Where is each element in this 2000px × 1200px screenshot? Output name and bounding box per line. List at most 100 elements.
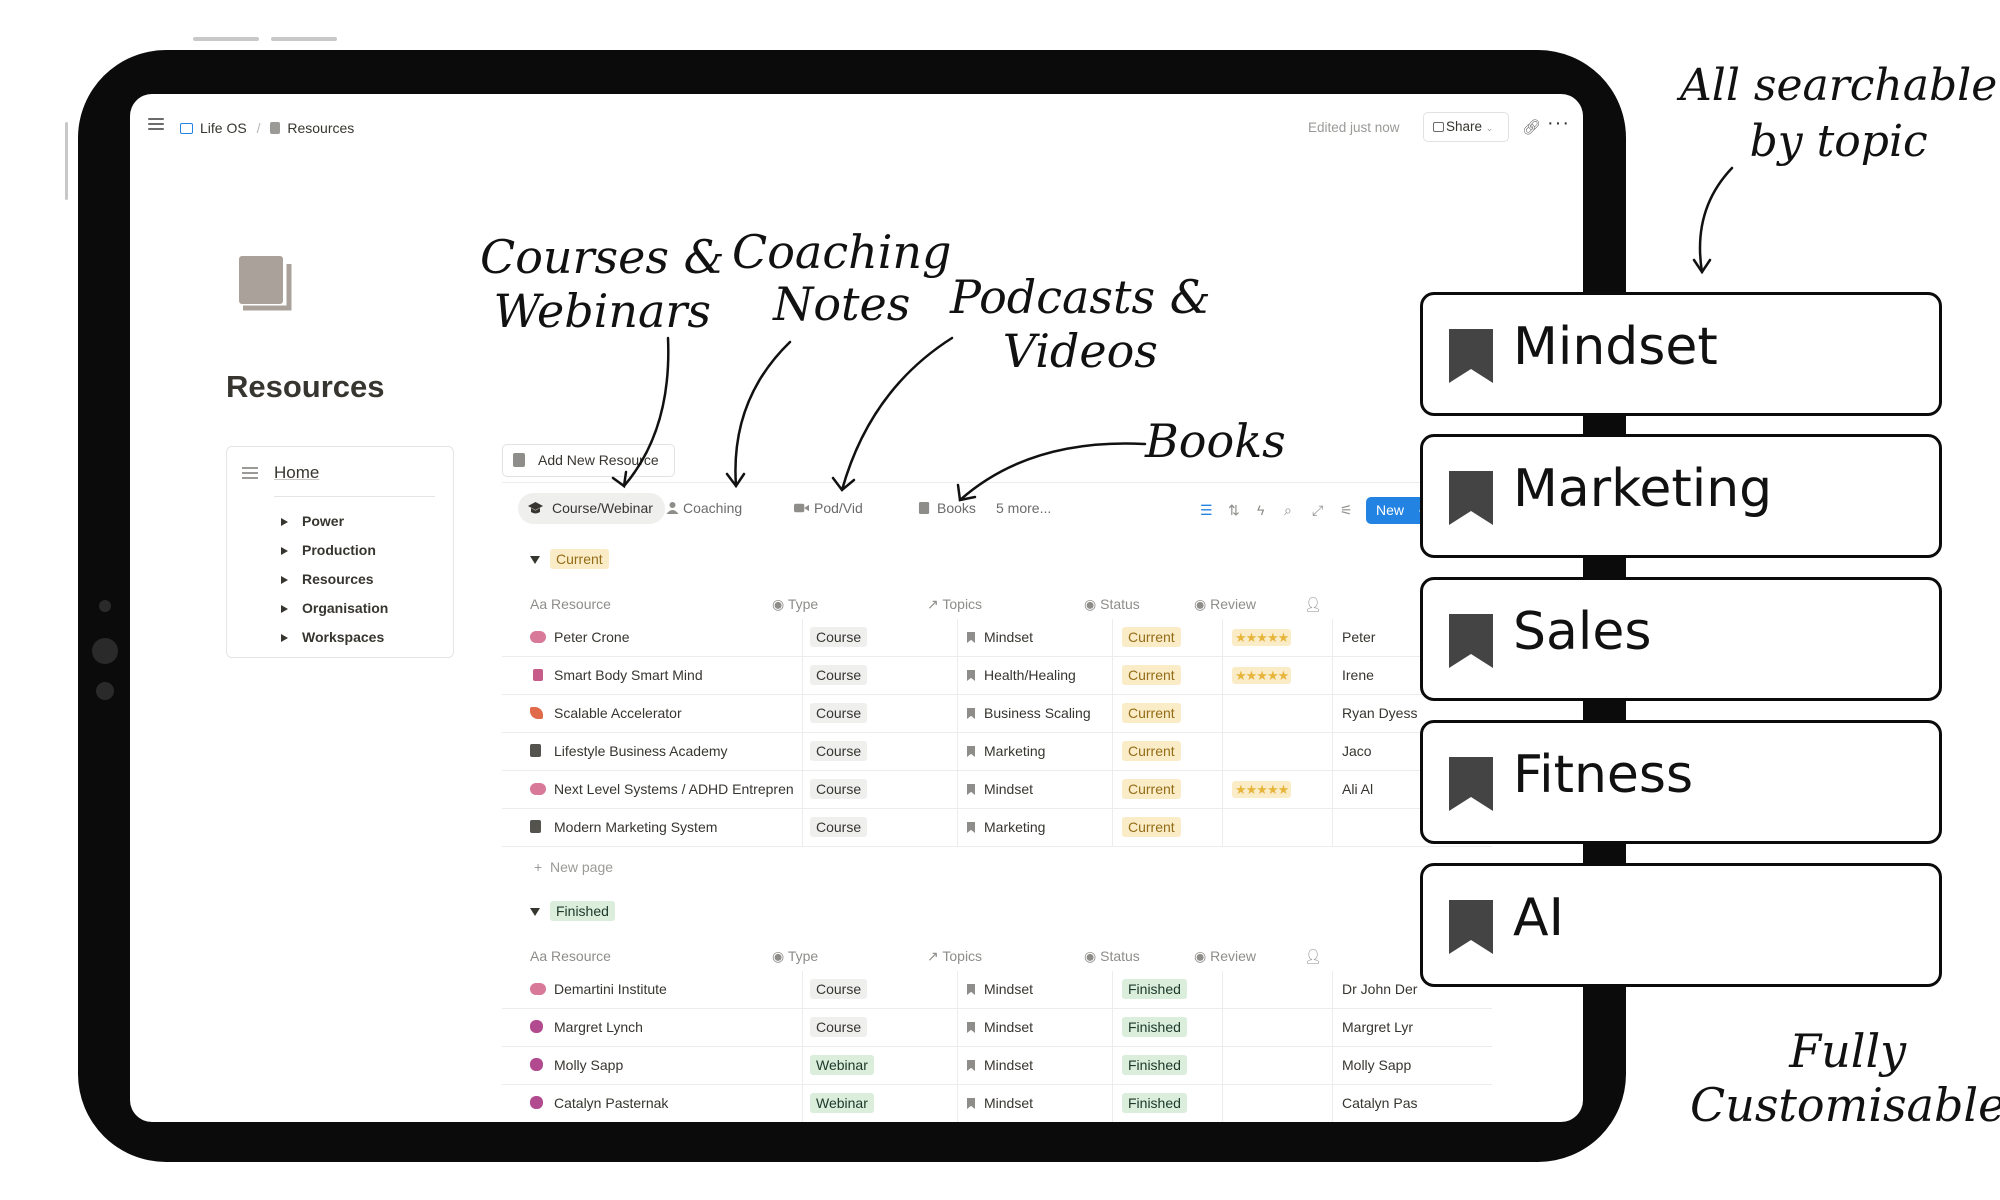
collapse-icon[interactable] [530,556,540,564]
resource-cell[interactable]: Molly Sapp [530,1047,802,1084]
tab-course-webinar[interactable]: Course/Webinar [518,493,665,524]
creator-cell[interactable]: Catalyn Pas [1342,1085,1432,1122]
topic-link[interactable]: Mindset [984,629,1034,645]
topics-cell[interactable]: Mindset [967,1009,1117,1046]
tab-books[interactable]: Books [915,493,976,524]
table-row[interactable]: Modern Marketing System Course Marketing… [502,809,1492,847]
column-review[interactable]: ◉ Review [1194,948,1256,965]
creator-cell[interactable]: Ryan Dyess [1342,695,1442,732]
type-cell[interactable]: Course [810,771,950,808]
settings-sliders-icon[interactable]: ⚟ [1340,502,1353,518]
tab-more[interactable]: 5 more... [996,500,1052,516]
column-type[interactable]: ◉ Type [772,948,818,965]
topics-cell[interactable]: Marketing [967,809,1117,846]
status-cell[interactable]: Current [1122,771,1222,808]
topics-cell[interactable]: Mindset [967,619,1117,656]
table-row[interactable]: Next Level Systems / ADHD Entrepren Cour… [502,771,1492,809]
table-row[interactable]: Margret Lynch Course Mindset Finished Ma… [502,1009,1492,1047]
toggle-icon[interactable] [281,576,288,584]
filter-icon[interactable]: ☰ [1200,502,1213,518]
topic-link[interactable]: Mindset [984,781,1034,797]
status-cell[interactable]: Current [1122,657,1222,694]
column-resource[interactable]: Aa Resource [530,948,611,964]
status-cell[interactable]: Finished [1122,1085,1222,1122]
resource-cell[interactable]: Scalable Accelerator [530,695,820,732]
review-cell[interactable]: ★★★★★ [1232,619,1332,656]
topics-cell[interactable]: Mindset [967,1047,1117,1084]
tab-pod-vid[interactable]: Pod/Vid [792,493,863,524]
topics-cell[interactable]: Mindset [967,971,1117,1008]
review-cell[interactable] [1232,1009,1332,1046]
automation-icon[interactable]: ϟ [1257,502,1265,518]
column-creator[interactable]: 👤︎ [1304,596,1322,613]
toggle-icon[interactable] [281,518,288,526]
column-status[interactable]: ◉ Status [1084,948,1140,965]
search-icon[interactable]: ⌕ [1284,502,1292,518]
topic-link[interactable]: Mindset [984,1095,1034,1111]
review-cell[interactable]: ★★★★★ [1232,771,1332,808]
tab-coaching[interactable]: Coaching [663,493,742,524]
toggle-icon[interactable] [281,634,288,642]
column-creator[interactable]: 👤︎ [1304,948,1322,965]
column-topics[interactable]: ↗ Topics [927,596,982,613]
collapse-icon[interactable] [530,908,540,916]
nav-item-organisation[interactable]: Organisation [281,600,388,616]
breadcrumb-workspace[interactable]: Life OS [200,120,247,136]
table-row[interactable]: Demartini Institute Course Mindset Finis… [502,971,1492,1009]
topic-link[interactable]: Marketing [984,743,1046,759]
type-cell[interactable]: Course [810,733,950,770]
type-cell[interactable]: Webinar [810,1047,950,1084]
table-row[interactable]: Peter Crone Course Mindset Current ★★★★★… [502,619,1492,657]
resource-cell[interactable]: Catalyn Pasternak [530,1085,802,1122]
more-options-icon[interactable]: ··· [1547,112,1570,134]
status-cell[interactable]: Finished [1122,971,1222,1008]
topic-link[interactable]: Mindset [984,1019,1034,1035]
nav-item-workspaces[interactable]: Workspaces [281,629,384,645]
status-cell[interactable]: Current [1122,733,1222,770]
resource-cell[interactable]: Margret Lynch [530,1009,802,1046]
toggle-icon[interactable] [281,605,288,613]
column-resource[interactable]: Aa Resource [530,596,611,612]
creator-cell[interactable]: Molly Sapp [1342,1047,1432,1084]
review-cell[interactable] [1232,695,1332,732]
topics-cell[interactable]: Mindset [967,1085,1117,1122]
table-row[interactable]: Scalable Accelerator Course Business Sca… [502,695,1492,733]
status-cell[interactable]: Current [1122,809,1222,846]
resource-cell[interactable]: Smart Body Smart Mind [530,657,820,694]
breadcrumb-page[interactable]: Resources [287,120,355,136]
resource-cell[interactable]: Demartini Institute [530,971,802,1008]
type-cell[interactable]: Course [810,971,950,1008]
nav-item-power[interactable]: Power [281,513,344,529]
nav-home-link[interactable]: Home [274,463,320,482]
add-new-resource-button[interactable]: Add New Resource [502,444,675,477]
share-button[interactable]: Share ⌄ [1423,112,1509,142]
review-cell[interactable] [1232,1047,1332,1084]
nav-item-production[interactable]: Production [281,542,376,558]
review-cell[interactable] [1232,971,1332,1008]
status-cell[interactable]: Current [1122,695,1222,732]
column-review[interactable]: ◉ Review [1194,596,1256,613]
group-finished[interactable]: Finished [530,901,615,921]
topics-cell[interactable]: Mindset [967,771,1117,808]
resource-cell[interactable]: Modern Marketing System [530,809,820,846]
type-cell[interactable]: Course [810,657,950,694]
topic-link[interactable]: Marketing [984,819,1046,835]
topics-cell[interactable]: Marketing [967,733,1117,770]
column-status[interactable]: ◉ Status [1084,596,1140,613]
review-cell[interactable] [1232,809,1332,846]
creator-cell[interactable]: Peter [1342,619,1442,656]
link-icon[interactable]: 🔗︎ [1522,119,1542,136]
column-topics[interactable]: ↗ Topics [927,948,982,965]
expand-icon[interactable]: ⤢ [1312,502,1324,518]
creator-cell[interactable]: Dr John Der [1342,971,1432,1008]
menu-icon[interactable] [148,118,164,130]
creator-cell[interactable]: Jaco [1342,733,1442,770]
topic-link[interactable]: Mindset [984,1057,1034,1073]
type-cell[interactable]: Course [810,695,950,732]
topic-link[interactable]: Mindset [984,981,1034,997]
creator-cell[interactable]: Irene [1342,657,1442,694]
type-cell[interactable]: Webinar [810,1085,950,1122]
resource-cell[interactable]: Next Level Systems / ADHD Entrepren [530,771,802,808]
review-cell[interactable]: ★★★★★ [1232,657,1332,694]
status-cell[interactable]: Finished [1122,1047,1222,1084]
